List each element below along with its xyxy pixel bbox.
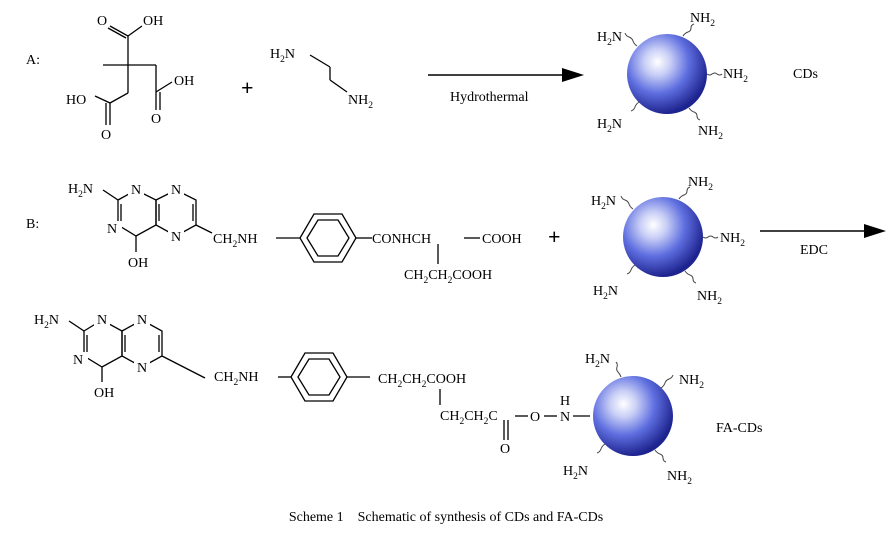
svg-text:H2N: H2N xyxy=(68,182,93,200)
svg-text:H2N: H2N xyxy=(34,313,59,331)
svg-text:CH2CH2C: CH2CH2C xyxy=(440,409,498,427)
svg-text:N: N xyxy=(171,230,181,245)
cds-label: CDs xyxy=(793,67,818,82)
svg-text:COOH: COOH xyxy=(482,232,522,247)
svg-text:H: H xyxy=(560,394,570,409)
nh2-label: NH2 xyxy=(720,231,745,249)
svg-text:N: N xyxy=(560,410,570,425)
label-b: B: xyxy=(26,217,39,232)
hydrothermal-label: Hydrothermal xyxy=(450,90,529,105)
svg-text:N: N xyxy=(131,183,141,198)
svg-text:O: O xyxy=(97,14,107,29)
svg-text:N: N xyxy=(137,361,147,376)
svg-text:OH: OH xyxy=(143,14,163,29)
svg-text:N: N xyxy=(73,353,83,368)
h2n-label: H2N xyxy=(585,352,610,370)
h2n-label: H2N xyxy=(593,284,618,302)
hydrothermal-arrow xyxy=(428,68,584,82)
svg-text:O: O xyxy=(530,410,540,425)
svg-text:HO: HO xyxy=(66,93,86,108)
nh2-label: NH2 xyxy=(723,67,748,85)
carbon-dot-sphere-c xyxy=(593,361,674,463)
svg-text:OH: OH xyxy=(174,74,194,89)
edc-label: EDC xyxy=(800,243,828,258)
nh2-label: NH2 xyxy=(679,373,704,391)
svg-text:CH2CH2COOH: CH2CH2COOH xyxy=(378,372,466,390)
plus-sign-b: + xyxy=(548,224,561,249)
svg-text:CH2NH: CH2NH xyxy=(213,232,257,250)
fa-cds-label: FA-CDs xyxy=(716,421,762,436)
svg-text:OH: OH xyxy=(94,386,114,401)
svg-text:N: N xyxy=(97,313,107,328)
carbon-dot-sphere-a xyxy=(624,23,723,121)
nh2-label: NH2 xyxy=(688,175,713,193)
h2n-label: H2N xyxy=(591,194,616,212)
nh2-label: NH2 xyxy=(698,124,723,142)
svg-text:N: N xyxy=(171,183,181,198)
svg-text:H2N: H2N xyxy=(270,47,295,65)
nh2-label: NH2 xyxy=(690,11,715,29)
svg-text:O: O xyxy=(101,128,111,143)
carbon-dot-sphere-b xyxy=(620,186,719,284)
svg-text:N: N xyxy=(107,222,117,237)
svg-text:NH2: NH2 xyxy=(348,93,373,111)
figure-caption: Scheme 1 Schematic of synthesis of CDs a… xyxy=(289,510,603,525)
citric-acid: O OH HO O OH O xyxy=(66,14,194,143)
svg-text:OH: OH xyxy=(128,256,148,271)
ethylenediamine: H2N NH2 xyxy=(270,47,373,111)
edc-arrow xyxy=(760,224,886,238)
nh2-label: NH2 xyxy=(697,289,722,307)
nh2-label: NH2 xyxy=(667,469,692,487)
svg-text:N: N xyxy=(137,313,147,328)
svg-text:O: O xyxy=(151,112,161,127)
h2n-label: H2N xyxy=(597,30,622,48)
plus-sign-a: + xyxy=(241,75,254,100)
svg-text:CH2NH: CH2NH xyxy=(214,370,258,388)
svg-text:O: O xyxy=(500,442,510,457)
folic-acid: H2N N N N N OH CH2NH CONHCH COOH CH2CH2C… xyxy=(68,182,522,286)
h2n-label: H2N xyxy=(597,117,622,135)
svg-text:CONHCH: CONHCH xyxy=(372,232,431,247)
h2n-label: H2N xyxy=(563,464,588,482)
label-a: A: xyxy=(26,53,40,68)
svg-text:CH2CH2COOH: CH2CH2COOH xyxy=(404,268,492,286)
fa-cds-product: H2N N N N N OH CH2NH CH2CH2COOH CH2CH2C … xyxy=(34,312,590,457)
